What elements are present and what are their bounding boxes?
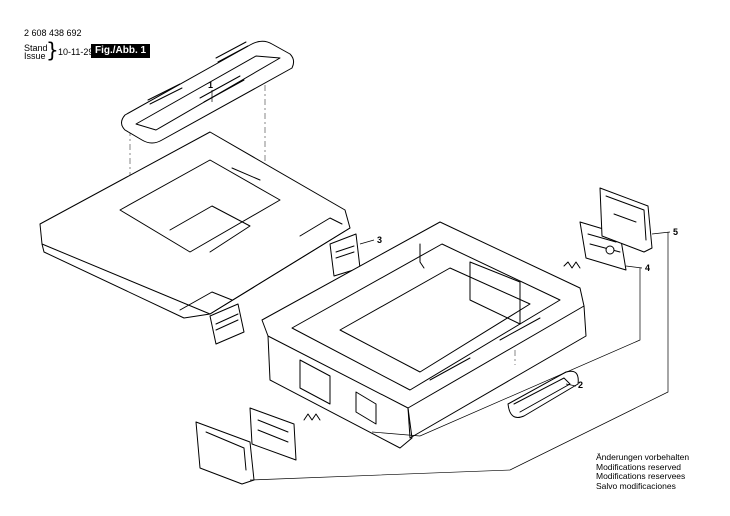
note-es: Salvo modificaciones <box>596 480 676 491</box>
part-3-latches <box>209 233 361 345</box>
stand-label: Stand <box>24 43 48 53</box>
note-en: Modifications reserved <box>596 461 682 472</box>
part-2-side-handle <box>507 370 579 418</box>
issue-date: 10-11-29 <box>58 47 94 57</box>
brace-glyph: } <box>46 38 59 62</box>
main-box <box>261 221 587 449</box>
front-latch-parts <box>195 407 321 485</box>
leader-lines <box>211 90 671 481</box>
callout-2: 2 <box>578 380 584 390</box>
callout-4: 4 <box>645 263 651 273</box>
lid <box>39 131 351 319</box>
figure-badge: Fig./Abb. 1 <box>91 44 151 58</box>
part-5-latch-cover <box>599 187 653 253</box>
note-fr: Modifications reservees <box>596 471 686 481</box>
callout-1: 1 <box>208 80 214 90</box>
callout-5: 5 <box>673 227 679 237</box>
modifications-notice: Änderungen vorbehalten Modifications res… <box>596 452 690 491</box>
note-de: Änderungen vorbehalten <box>596 452 690 462</box>
callout-3: 3 <box>377 235 383 245</box>
issue-label: Issue <box>24 51 46 61</box>
document-number: 2 608 438 692 <box>24 28 82 38</box>
part-1-handle <box>121 40 295 144</box>
